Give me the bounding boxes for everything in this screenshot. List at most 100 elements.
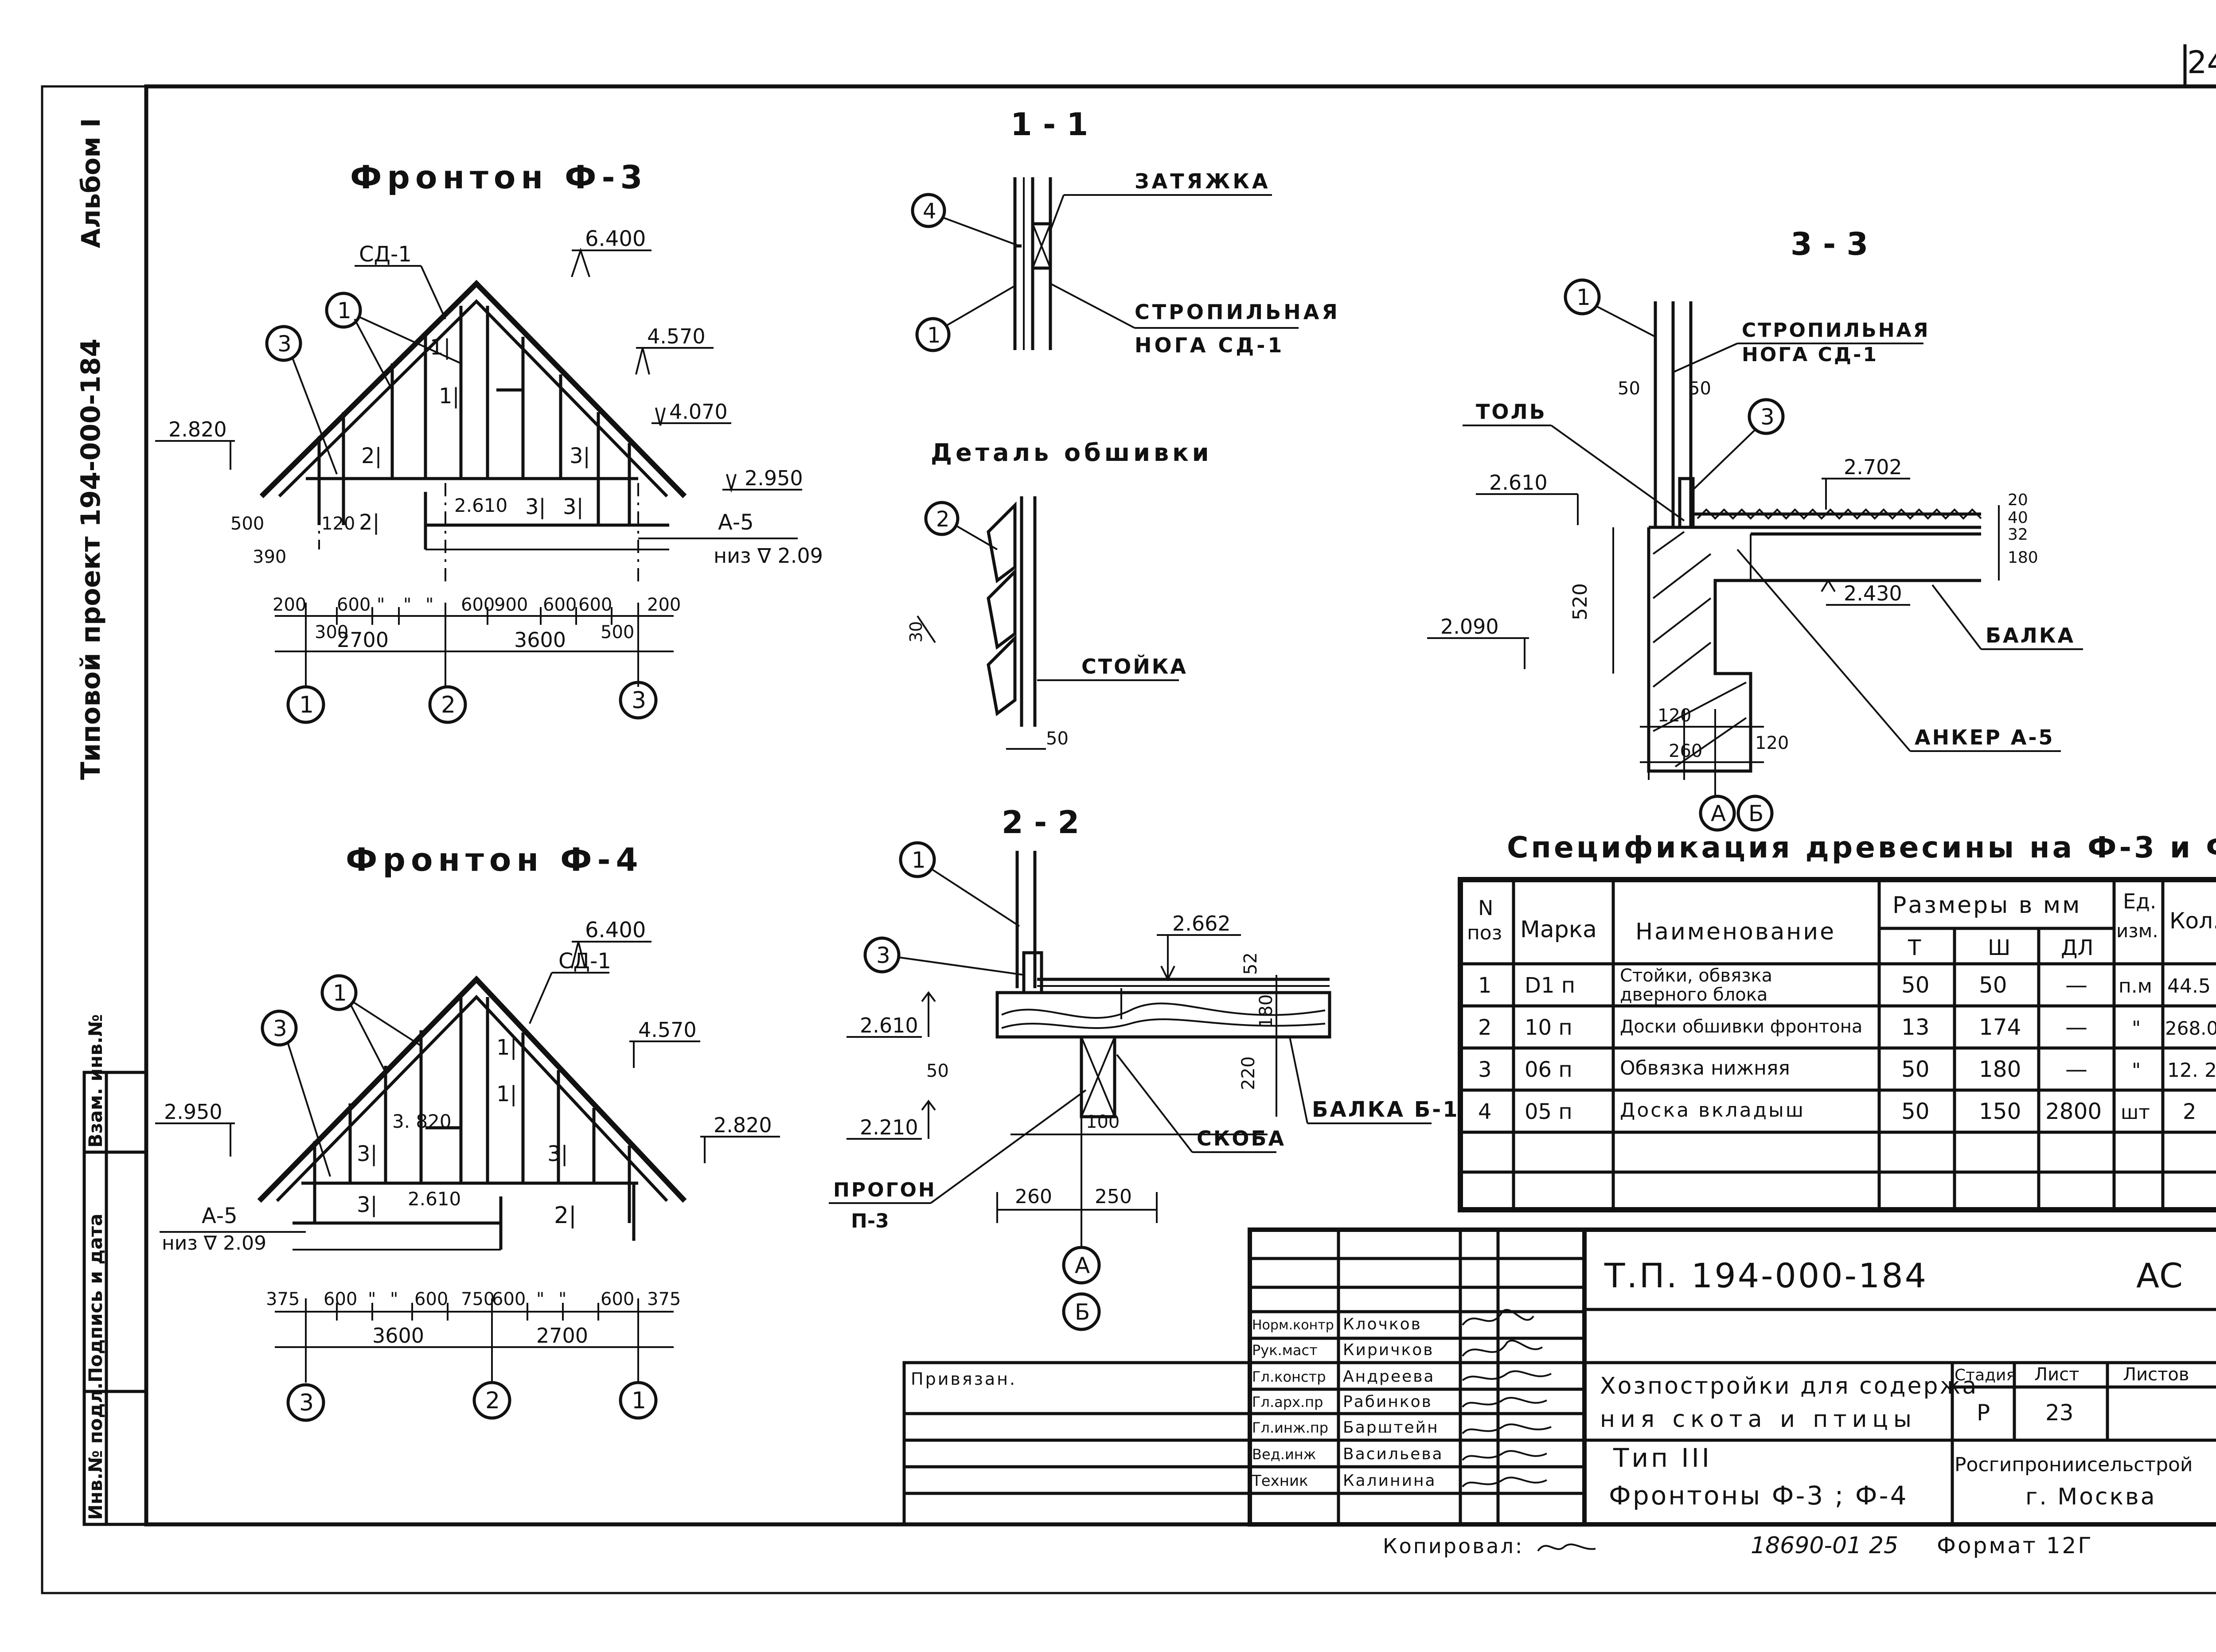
f4-callout-1 [320, 974, 358, 1011]
sec33-dim-120a: 120 [1658, 705, 1691, 726]
sec33-strop1: СТРОПИЛЬНАЯ [1742, 319, 1930, 342]
f4-elev-2950: 2.950 [164, 1100, 222, 1124]
sec22-dim-260: 260 [1015, 1185, 1052, 1208]
sheet-frame: 24 [41, 44, 2216, 1594]
sec22-axis-b: Б [1075, 1299, 1090, 1325]
sec22-balka: БАЛКА Б-1 [1312, 1097, 1459, 1122]
svg-text:44.5: 44.5 [2167, 975, 2211, 997]
f3-dim-top-1: 600 [337, 595, 371, 615]
svg-text:05 п: 05 п [1525, 1099, 1572, 1124]
margin-podpis: Подпись и дата [85, 1214, 106, 1383]
f3-dim-120: 120 [321, 514, 355, 534]
tb-staff-row: Гл.арх.пр Рабинков [1252, 1393, 1432, 1411]
svg-text:50: 50 [1901, 1056, 1930, 1082]
svg-text:Гл.констр: Гл.констр [1252, 1368, 1326, 1385]
f4-title: Фронтон Ф-4 [346, 841, 644, 878]
f3-dim-top-2: " [377, 595, 385, 615]
sec11-strop2: НОГА СД-1 [1135, 333, 1284, 357]
sec22-progon-mark: П-3 [851, 1210, 889, 1232]
f4-dim-top-4: 600 [414, 1289, 448, 1309]
sec33-elev-2430: 2.430 [1844, 581, 1902, 605]
svg-text:1: 1 [1576, 284, 1591, 310]
svg-text:50: 50 [1901, 972, 1930, 998]
svg-text:3: 3 [876, 943, 890, 968]
tb-desc-2: ния скота и птицы [1600, 1406, 1917, 1433]
sec22-callout-3 [863, 936, 901, 974]
sec11-title: 1 - 1 [1010, 106, 1088, 143]
f4-mark-3c: 3| [357, 1192, 378, 1217]
svg-text:дверного блока: дверного блока [1620, 985, 1767, 1005]
f4-axis-2: 2 [485, 1387, 500, 1414]
sec22-dim-180: 180 [1256, 994, 1276, 1028]
sec11-zatyazhka: ЗАТЯЖКА [1135, 169, 1271, 193]
f4-dim-bottom-1: 2700 [536, 1324, 588, 1348]
sec22-elev-2662: 2.662 [1172, 912, 1231, 935]
svg-text:1: 1 [337, 298, 351, 323]
f3-dim-top-6: 900 [494, 595, 528, 615]
spec-h-sizes: Размеры в мм [1892, 892, 2081, 919]
f3-dim-mid-1: 500 [601, 622, 634, 643]
f3-mark-2a: 2| [361, 444, 382, 468]
f4-elev-3820: 3. 820 [392, 1110, 452, 1132]
f3-callout-1 [325, 292, 362, 329]
svg-text:Доски обшивки фронтона: Доски обшивки фронтона [1620, 1017, 1862, 1037]
svg-text:Стойки, обвязка: Стойки, обвязка [1620, 966, 1772, 986]
sec22-dim-52: 52 [1241, 952, 1261, 975]
tb-org-2: г. Москва [2025, 1484, 2157, 1510]
f3-elev-6400: 6.400 [585, 226, 646, 251]
tb-desc-1: Хозпостройки для содержа- [1600, 1373, 1988, 1399]
section-2-2: 2 - 2 1 3 2.662 2.610 2.210 50 100 52 18… [829, 804, 1459, 1331]
f3-dim-mid-0: 300 [315, 622, 348, 643]
f3-sd-label: СД-1 [359, 242, 412, 267]
f4-mark-1b: 1| [496, 1082, 517, 1107]
spec-h-n: N [1478, 896, 1493, 920]
tb-list: 23 [2045, 1400, 2074, 1426]
tb-staff-row: Техник Калинина [1252, 1472, 1436, 1490]
sec22-skoba: СКОБА [1197, 1126, 1286, 1150]
tb-list-h: Лист [2034, 1364, 2079, 1385]
svg-text:Обвязка нижняя: Обвязка нижняя [1620, 1057, 1790, 1079]
f3-elev-2950: 2.950 [745, 466, 803, 490]
f4-dim-top-6: 600 [492, 1289, 526, 1309]
sec33-axis-b: Б [1748, 801, 1763, 826]
f4-dim-top-3: " [390, 1289, 398, 1309]
spec-row: 1 D1 п Стойки, обвязка дверного блока 50… [1478, 966, 2211, 1005]
f4-sd-label: СД-1 [558, 949, 611, 974]
svg-text:—: — [2065, 1014, 2087, 1040]
svg-text:3: 3 [1478, 1057, 1492, 1082]
f3-elev-2820: 2.820 [168, 417, 227, 441]
f4-dim-top-9: 600 [601, 1289, 634, 1309]
spec-h-t: Т [1908, 935, 1921, 960]
sec22-callout-1 [899, 841, 936, 878]
tb-stadiya-h: Стадия [1955, 1366, 2016, 1384]
svg-text:1: 1 [927, 323, 941, 348]
f4-niz: низ ∇ 2.09 [162, 1232, 266, 1255]
sec33-elev-2090: 2.090 [1440, 615, 1499, 639]
sec33-dim-20: 20 [2008, 491, 2028, 509]
sec11-callout-1 [915, 317, 951, 352]
sec22-elev-2210: 2.210 [860, 1115, 918, 1139]
svg-text:2: 2 [2183, 1099, 2196, 1124]
f3-dim-top-7: 600 [543, 595, 577, 615]
svg-text:4: 4 [1478, 1099, 1492, 1124]
svg-text:2800: 2800 [2045, 1099, 2102, 1124]
svg-text:4: 4 [923, 199, 936, 224]
svg-text:шт: шт [2121, 1101, 2150, 1124]
svg-text:2: 2 [1478, 1015, 1492, 1040]
svg-text:Калинина: Калинина [1343, 1472, 1436, 1490]
footer-kopiroval: Копировал: [1383, 1534, 1524, 1558]
sec22-axis-a: А [1075, 1253, 1090, 1278]
svg-text:Рабинков: Рабинков [1343, 1393, 1432, 1411]
svg-text:10 п: 10 п [1525, 1015, 1572, 1040]
f3-dim-bottom-0: 2700 [337, 628, 389, 652]
tb-listov-h: Листов [2123, 1364, 2189, 1385]
svg-text:Гл.арх.пр: Гл.арх.пр [1252, 1394, 1323, 1410]
svg-text:Киричков: Киричков [1343, 1341, 1434, 1359]
svg-text:Техник: Техник [1252, 1472, 1308, 1490]
footer: Копировал: 18690-01 25 Формат 12Г [1383, 1532, 2091, 1559]
sec33-callout-1 [1564, 278, 1601, 316]
f4-mark-3b: 3| [547, 1142, 568, 1166]
sec33-title: 3 - 3 [1791, 226, 1868, 262]
f4-dim-top-8: " [558, 1289, 566, 1309]
svg-text:Андреева: Андреева [1343, 1368, 1435, 1386]
